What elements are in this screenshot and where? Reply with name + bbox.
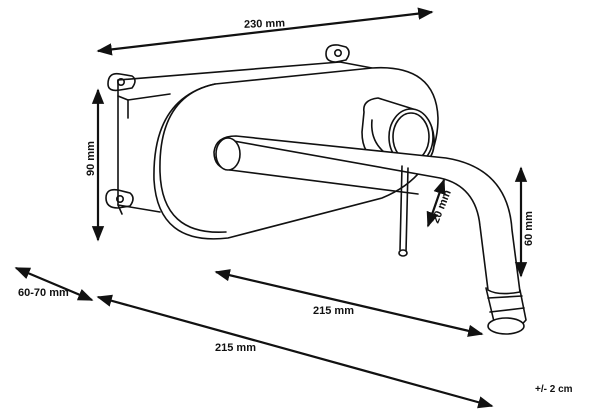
spout: [213, 135, 527, 335]
label-height-plate: 90 mm: [85, 141, 97, 176]
label-spout-drop: 20 mm: [430, 188, 454, 225]
label-width-top: 230 mm: [244, 17, 286, 30]
faucet-illustration: [105, 44, 527, 335]
dim-line-wall-depth: [14, 266, 94, 302]
dim-line-width-top: [96, 7, 434, 56]
dim-line-spout-drop: [426, 178, 446, 228]
concealed-body: [105, 44, 373, 215]
dim-line-total-length: [96, 294, 494, 409]
dimension-lines: [14, 7, 528, 409]
label-tolerance: +/- 2 cm: [535, 384, 573, 395]
label-wall-depth: 60-70 mm: [18, 287, 69, 299]
lever-handle: [361, 97, 435, 167]
dim-line-spout-length: [214, 269, 484, 337]
label-total-length: 215 mm: [215, 342, 256, 354]
label-spout-length: 215 mm: [313, 305, 354, 317]
label-spout-height: 60 mm: [523, 211, 535, 246]
lift-rod: [398, 165, 409, 257]
